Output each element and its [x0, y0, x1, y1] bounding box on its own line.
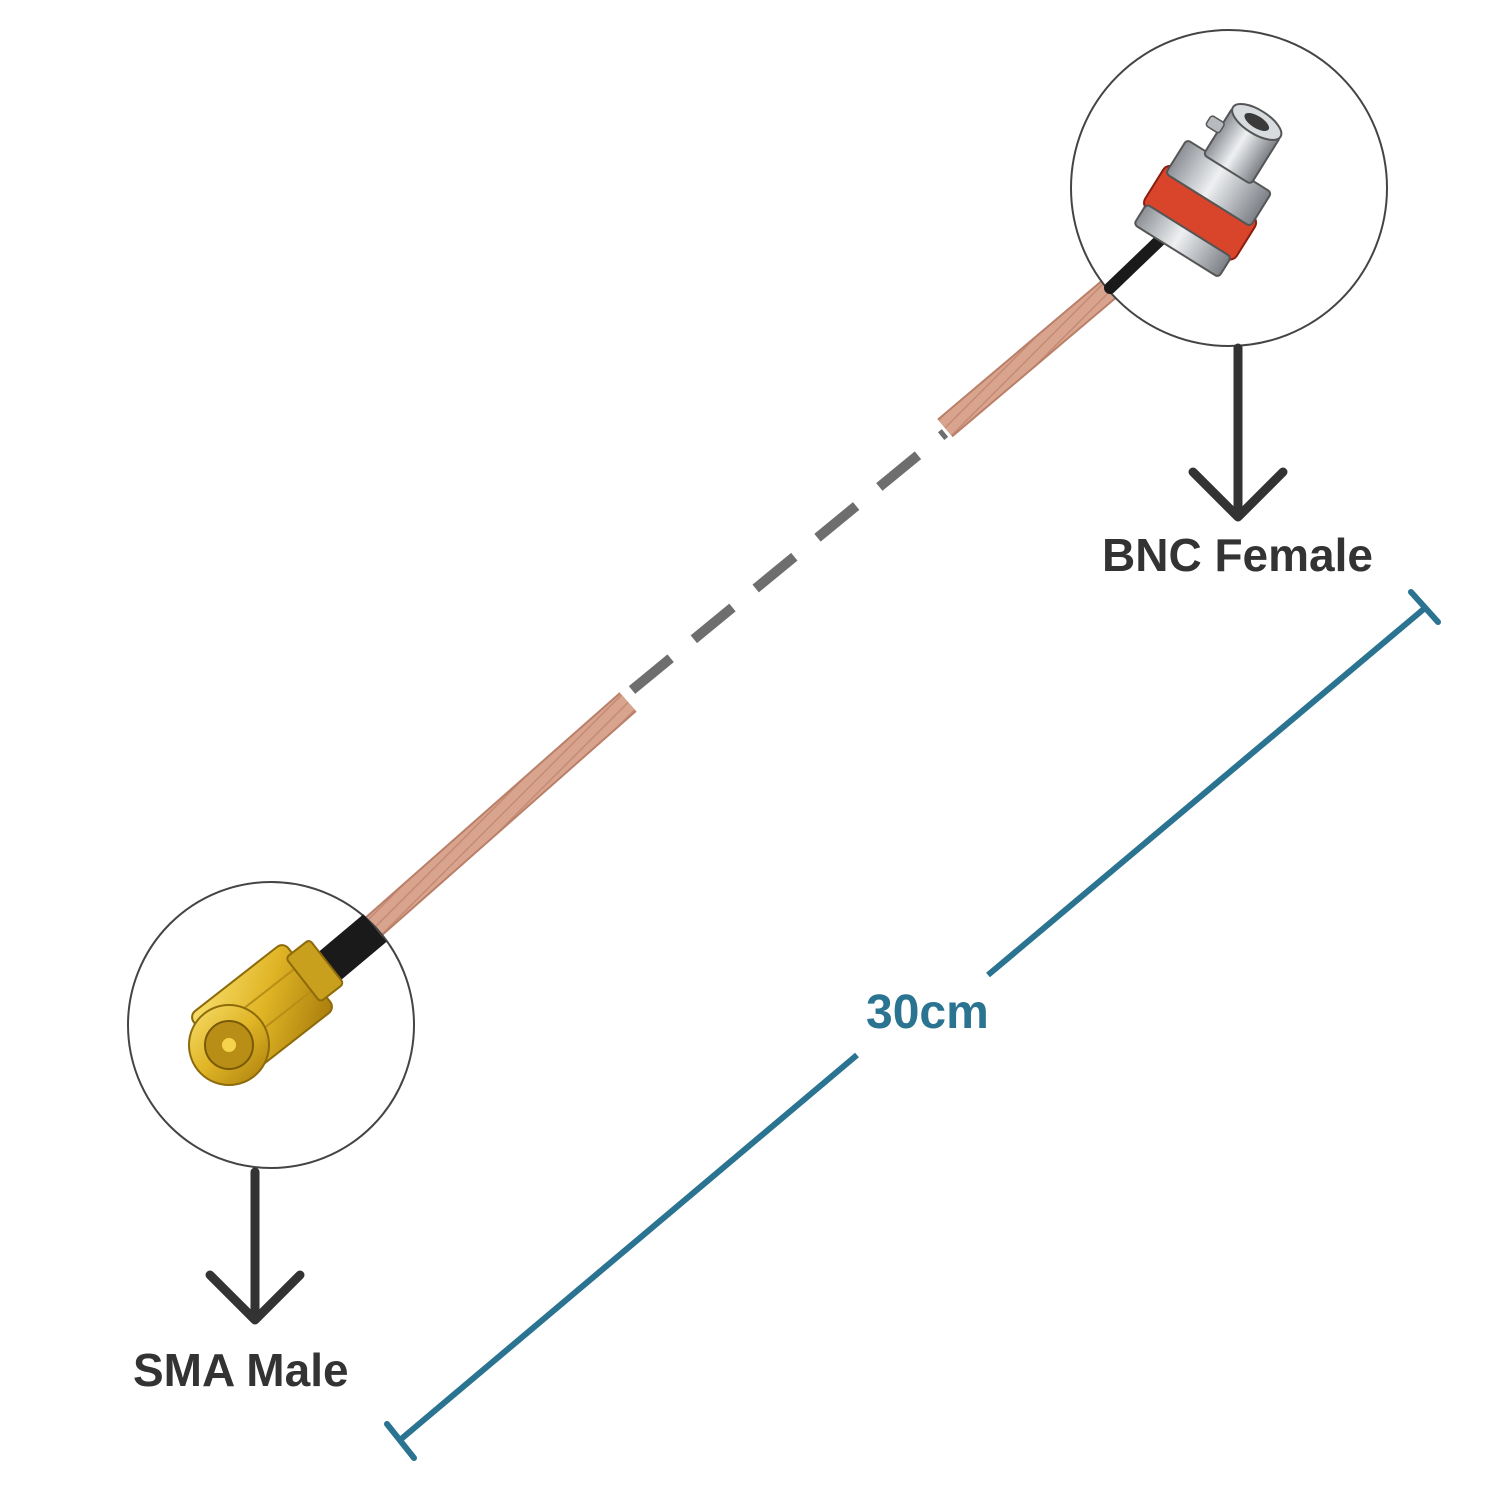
cable-break-dashes — [628, 429, 949, 694]
cable-length-label: 30cm — [866, 986, 989, 1039]
sma-male-label: SMA Male — [133, 1344, 349, 1396]
bnc-down-arrow-icon — [1188, 343, 1288, 522]
cable-lower-segment — [363, 692, 637, 938]
bnc-female-label: BNC Female — [1102, 529, 1373, 581]
cable-upper-segment — [937, 280, 1116, 438]
dimension-line-icon — [384, 589, 1441, 1461]
sma-male-connector — [188, 914, 387, 1086]
sma-down-arrow-icon — [205, 1167, 305, 1325]
bnc-female-connector — [1104, 102, 1283, 294]
